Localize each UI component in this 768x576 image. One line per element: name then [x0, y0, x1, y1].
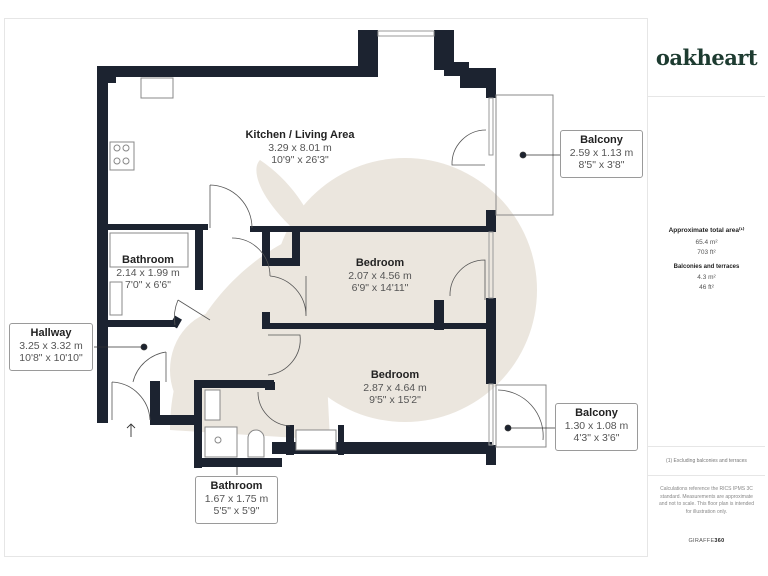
room-kitchen-living: Kitchen / Living Area 3.29 x 8.01 m 10'9…	[230, 128, 370, 166]
fixtures	[109, 77, 337, 458]
shower-tray	[204, 426, 238, 458]
room-imperial: 5'5" x 5'9"	[213, 505, 260, 517]
windows	[377, 30, 494, 446]
room-metric: 1.67 x 1.75 m	[204, 493, 269, 505]
basin-main	[109, 281, 123, 316]
room-name: Hallway	[30, 327, 72, 339]
room-imperial: 10'8" x 10'10"	[19, 352, 83, 364]
total-area-ft2: 703 ft²	[697, 249, 716, 256]
label-balcony-1: Balcony 2.59 x 1.13 m 8'5" x 3'8"	[560, 130, 643, 178]
room-bedroom-1: Bedroom 2.07 x 4.56 m 6'9" x 14'11"	[335, 256, 425, 294]
room-imperial: 7'0" x 6'6"	[125, 279, 171, 291]
room-name: Bedroom	[355, 257, 405, 269]
door-swings	[111, 129, 544, 441]
label-hallway: Hallway 3.25 x 3.32 m 10'8" x 10'10"	[9, 323, 93, 371]
label-bathroom-ensuite: Bathroom 1.67 x 1.75 m 5'5" x 5'9"	[195, 476, 278, 524]
hob	[109, 141, 135, 171]
total-area-heading: Approximate total area⁽¹⁾	[668, 227, 745, 234]
room-name: Balcony	[580, 134, 623, 146]
label-balcony-2: Balcony 1.30 x 1.08 m 4'3" x 3'6"	[555, 403, 638, 451]
room-imperial: 9'5" x 15'2"	[369, 394, 421, 406]
room-bathroom-main: Bathroom 2.14 x 1.99 m 7'0" x 6'6"	[108, 253, 188, 291]
entry-mat	[295, 429, 337, 451]
walls	[97, 30, 496, 468]
room-imperial: 4'3" x 3'6"	[573, 432, 620, 444]
giraffe360-credit: GIRAFFE360	[648, 538, 765, 544]
credit-prefix: GIRAFFE	[688, 538, 715, 544]
brand-logo-text: oakheart	[655, 44, 758, 70]
credit-suffix: 360	[714, 538, 725, 544]
room-name: Bathroom	[210, 480, 263, 492]
balconies-area-m2: 4.3 m²	[697, 274, 716, 281]
entrance-arrow-icon	[126, 423, 136, 437]
label-leaders	[94, 151, 560, 475]
disclaimer-text: Calculations reference the RICS IPMS 3C …	[659, 486, 754, 515]
balconies-area-ft2: 46 ft²	[699, 284, 714, 291]
room-imperial: 8'5" x 3'8"	[578, 159, 625, 171]
room-imperial: 6'9" x 14'11"	[351, 282, 409, 294]
balcony-2-outline	[495, 384, 547, 448]
balconies-heading: Balconies and terraces	[673, 264, 740, 270]
room-metric: 1.30 x 1.08 m	[564, 420, 629, 432]
area-summary: Approximate total area⁽¹⁾ 65.4 m² 703 ft…	[648, 226, 765, 293]
basin-ensuite	[204, 389, 221, 421]
area-footnote: (1) Excluding balconies and terraces	[648, 446, 765, 476]
room-name: Bathroom	[122, 254, 174, 266]
room-bedroom-2: Bedroom 2.87 x 4.64 m 9'5" x 15'2"	[350, 368, 440, 406]
room-name: Bedroom	[370, 369, 420, 381]
info-panel: oakheart Approximate total area⁽¹⁾ 65.4 …	[647, 18, 765, 557]
room-metric: 2.07 x 4.56 m	[348, 270, 412, 282]
room-metric: 2.87 x 4.64 m	[363, 382, 427, 394]
room-metric: 2.59 x 1.13 m	[569, 147, 634, 159]
room-metric: 3.29 x 8.01 m	[268, 142, 332, 154]
kitchen-sink	[140, 77, 174, 99]
room-metric: 3.25 x 3.32 m	[19, 340, 83, 352]
room-name: Balcony	[575, 407, 618, 419]
total-area-m2: 65.4 m²	[695, 239, 718, 246]
bathtub	[109, 232, 189, 268]
room-name: Kitchen / Living Area	[245, 129, 355, 141]
brand-logo: oakheart	[648, 18, 765, 97]
room-imperial: 10'9" x 26'3"	[271, 154, 329, 166]
toilet	[247, 429, 265, 458]
room-metric: 2.14 x 1.99 m	[116, 267, 180, 279]
